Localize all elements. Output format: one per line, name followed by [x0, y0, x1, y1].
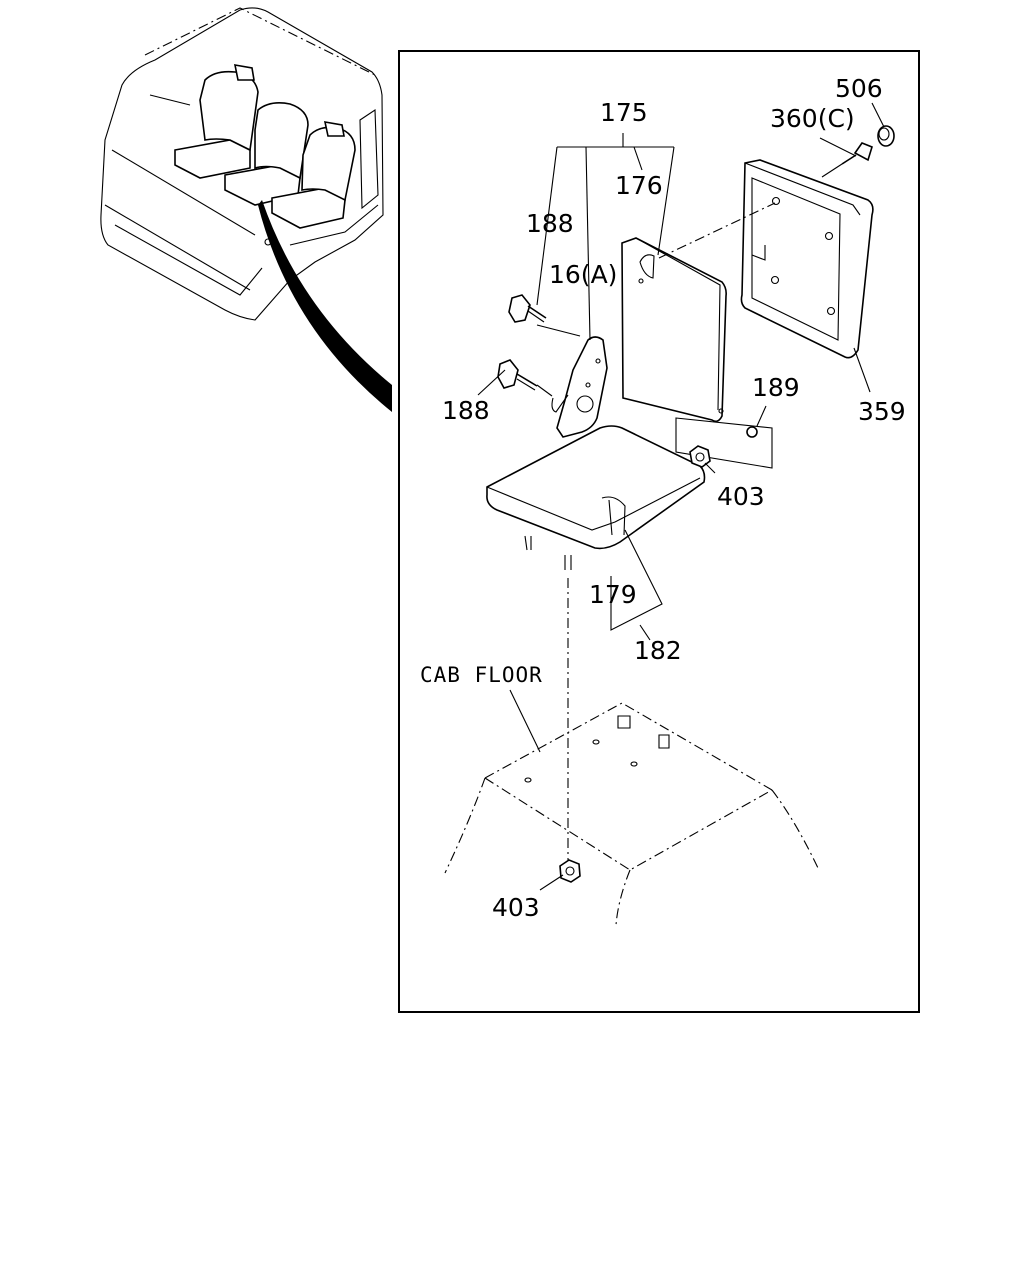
nut-189	[675, 417, 773, 469]
cab-overview-illustration	[100, 7, 392, 412]
bolt-188-bottom	[497, 359, 538, 391]
label-182: 182	[634, 636, 682, 665]
label-cab-floor: CAB FLOOR	[420, 663, 543, 687]
label-16a: 16(A)	[549, 260, 617, 289]
label-403-bottom: 403	[492, 893, 540, 922]
bolt-188-top	[508, 294, 547, 323]
screw-360c	[841, 142, 873, 165]
hinge-bracket-16a	[551, 336, 608, 438]
label-359: 359	[858, 397, 906, 426]
seat-back-cover-359	[740, 159, 874, 359]
nut-403-right	[689, 445, 711, 468]
detail-frame	[398, 50, 920, 1013]
nut-403-bottom	[559, 859, 581, 883]
label-175: 175	[600, 98, 648, 127]
label-506: 506	[835, 74, 883, 103]
label-176: 176	[615, 171, 663, 200]
seat-cushion-179	[486, 425, 706, 570]
label-403-right: 403	[717, 482, 765, 511]
label-179: 179	[589, 580, 637, 609]
label-188-top: 188	[526, 209, 574, 238]
label-188-bottom: 188	[442, 396, 490, 425]
leader-lines	[477, 102, 885, 891]
seat-back-176	[621, 237, 727, 423]
cap-506	[877, 125, 895, 147]
label-189: 189	[752, 373, 800, 402]
cab-floor-illustration	[444, 578, 819, 926]
label-360c: 360(C)	[770, 104, 855, 133]
